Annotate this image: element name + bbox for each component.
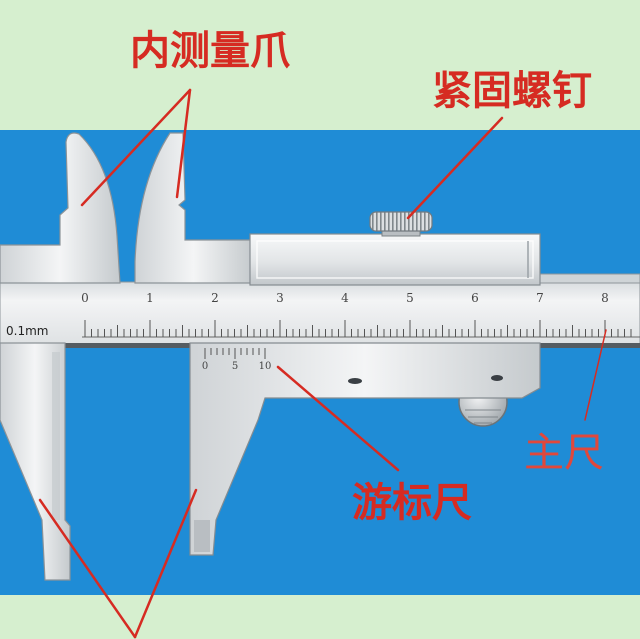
locking-screw-label: 紧固螺钉 <box>432 68 592 114</box>
vernier-screw-hole <box>348 378 362 384</box>
fixed-inner-jaw <box>0 132 121 284</box>
main-scale-label: 主尺 <box>524 430 604 476</box>
vernier-scale-number: 0 <box>202 361 208 372</box>
fixed-outer-jaw-shade <box>52 352 60 520</box>
vernier-scale-ticks <box>204 348 266 359</box>
vernier-scale-numbers: 0 5 10 <box>202 361 272 372</box>
vernier-lower-body <box>189 342 541 556</box>
main-beam-right-step <box>539 273 640 284</box>
main-scale-number: 1 <box>146 291 154 305</box>
main-scale-numbers: 0 1 2 3 4 5 6 7 8 <box>81 291 609 305</box>
inner-jaws-pointer-left <box>80 88 192 207</box>
main-scale-ticks <box>84 320 632 337</box>
vernier-screw-hole <box>491 375 503 381</box>
main-scale-number: 3 <box>276 291 284 305</box>
vernier-scale-number: 5 <box>232 361 238 372</box>
moving-outer-jaw-shade <box>194 520 210 552</box>
outer-jaws-pointer-right <box>133 488 198 639</box>
main-scale-number: 4 <box>341 291 349 305</box>
main-scale-number: 5 <box>406 291 414 305</box>
inner-jaws-label: 内测量爪 <box>130 28 290 74</box>
moving-inner-jaw <box>134 132 253 284</box>
main-scale-pointer <box>584 329 607 421</box>
main-beam <box>0 281 640 345</box>
background-bottom-green <box>0 595 640 639</box>
inner-jaws-pointer-right <box>175 88 192 199</box>
precision-label: 0.1mm <box>6 324 48 338</box>
locking-screw-pointer <box>406 116 504 220</box>
background-top-green <box>0 0 640 130</box>
outer-jaws-pointer-left <box>38 498 137 639</box>
vernier-scale-label: 游标尺 <box>352 480 472 526</box>
main-scale-number: 2 <box>211 291 219 305</box>
main-scale-number: 6 <box>471 291 479 305</box>
main-scale-number: 0 <box>81 291 89 305</box>
locking-screw <box>369 211 433 237</box>
main-scale-number: 8 <box>601 291 609 305</box>
vernier-scale-number: 10 <box>259 361 272 372</box>
vernier-upper-block <box>249 233 541 286</box>
main-scale-number: 7 <box>536 291 544 305</box>
vernier-scale-pointer <box>276 365 400 472</box>
